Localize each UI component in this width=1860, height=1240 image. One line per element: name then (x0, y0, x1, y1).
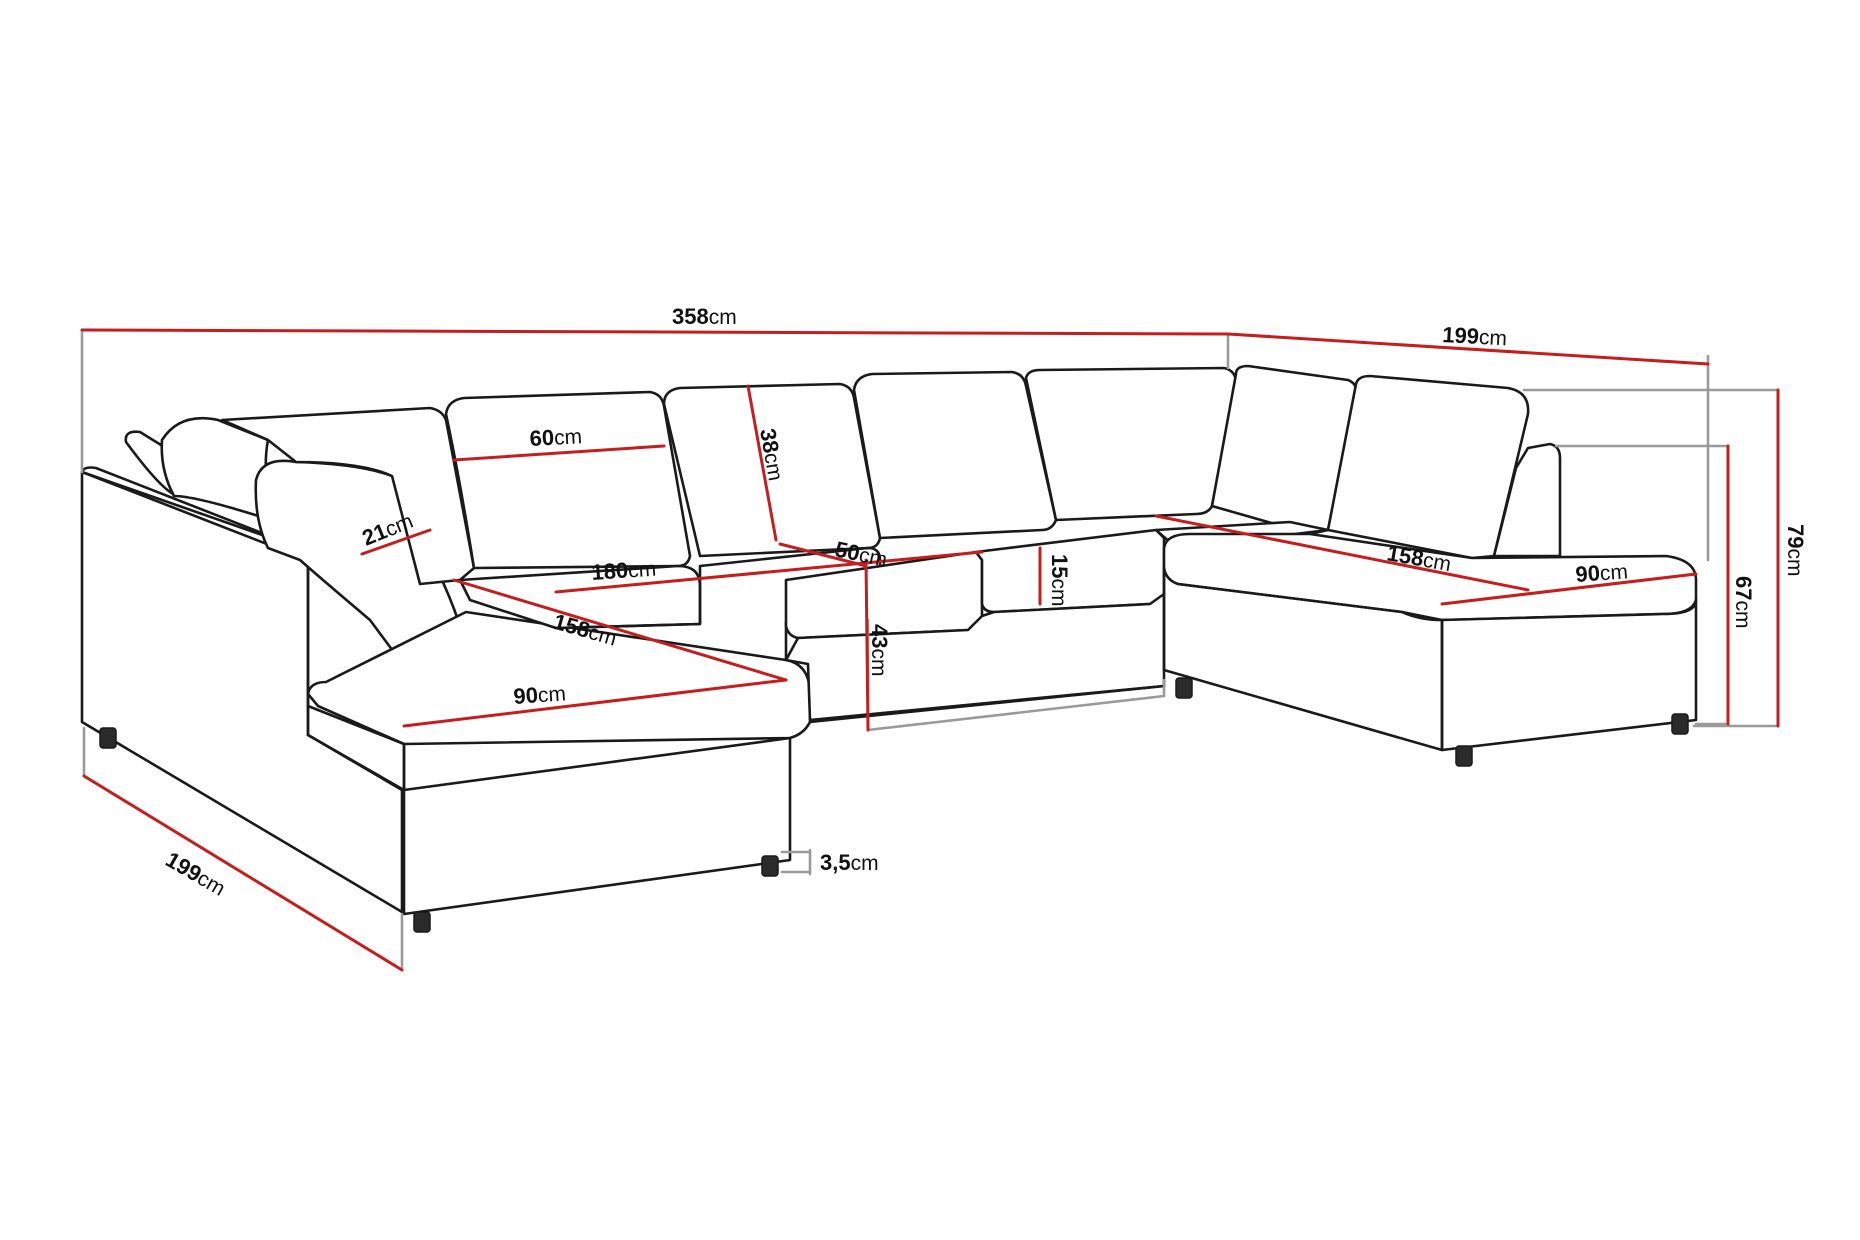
left-chaise-seat-top (306, 610, 812, 746)
label-seat-height: 43cm (867, 624, 892, 676)
label-total-width: 358cm (672, 304, 737, 329)
dim-line-60 (452, 444, 666, 462)
dim-line-50 (778, 542, 868, 568)
leg-left-front (413, 911, 431, 933)
sofa-outline (80, 364, 1698, 933)
right-chaise-front (1440, 598, 1698, 752)
label-cushion-thickness: 15cm (1047, 554, 1072, 606)
label-armrest-height: 67cm (1731, 576, 1756, 628)
dimension-lines (80, 328, 1780, 972)
center-back-cushion-3 (662, 382, 882, 558)
left-chaise-side (306, 704, 406, 792)
leg-center (1175, 677, 1193, 699)
label-right-depth: 199cm (1442, 322, 1508, 350)
right-chaise-side-top (1176, 582, 1444, 622)
left-chaise-arm-inner (306, 733, 406, 792)
label-seat-depth: 50cm (833, 536, 890, 571)
label-back-cushion-height: 38cm (755, 427, 789, 483)
right-back-cushion-2 (1326, 374, 1530, 560)
right-chaise-side (1162, 566, 1444, 752)
center-back-cushion-5 (1024, 366, 1238, 522)
dim-line-90-left (402, 678, 788, 728)
leg-left-chaise (761, 855, 779, 877)
dim-line-358 (80, 328, 1230, 336)
extension-lines (80, 328, 1780, 972)
center-back-cushion-1 (220, 406, 476, 586)
dim-line-158-left (452, 578, 788, 682)
center-base-front (784, 592, 1166, 722)
dim-line-180 (554, 550, 984, 594)
label-left-depth: 199cm (162, 847, 231, 901)
left-chaise-front (402, 736, 792, 916)
label-total-height: 79cm (1783, 524, 1808, 576)
dim-line-158-right (1154, 514, 1530, 592)
center-back-cushion-4 (852, 370, 1058, 540)
label-back-cushion-width: 60cm (529, 423, 583, 451)
dim-line-199-left (82, 774, 404, 972)
center-back-cushion-2 (444, 390, 692, 570)
label-right-chaise-length: 158cm (1385, 540, 1453, 576)
dim-line-21 (360, 528, 432, 556)
leg-right-back (1671, 713, 1689, 735)
dim-line-199-right (1226, 332, 1710, 366)
right-arm-front (1492, 442, 1562, 558)
label-left-chaise-width: 90cm (513, 680, 567, 709)
label-right-chaise-width: 90cm (1575, 558, 1629, 587)
label-leg-height: 3,5cm (820, 850, 879, 875)
dim-line-38 (746, 384, 778, 542)
leg-left-back (99, 727, 117, 749)
dim-line-90-right (1440, 572, 1698, 606)
dim-line-43 (864, 558, 870, 732)
label-seat-width: 180cm (591, 556, 657, 585)
leg-right-front (1455, 745, 1473, 767)
